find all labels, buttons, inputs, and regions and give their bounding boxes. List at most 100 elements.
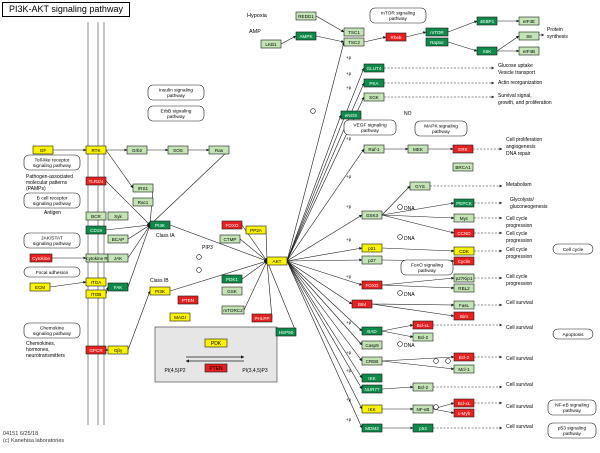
gene-node-itga[interactable]: ITGA xyxy=(85,277,107,287)
gene-node-grb2[interactable]: Grb2 xyxy=(126,145,148,155)
gene-node-tlr[interactable]: TLR2/4 xyxy=(85,176,107,186)
gene-node-jak[interactable]: JAK xyxy=(107,253,129,263)
gene-node-erk[interactable]: ERK xyxy=(452,144,474,154)
gene-node-akt[interactable]: AKT xyxy=(266,256,288,266)
pathway-link-11[interactable]: Cell cycle xyxy=(552,243,594,255)
gene-node-mtorc2[interactable]: mTORC2 xyxy=(221,305,245,315)
gene-node-bim[interactable]: BIM xyxy=(351,299,373,309)
gene-node-phlpp[interactable]: PHLPP xyxy=(251,313,273,323)
gene-node-s6[interactable]: S6 xyxy=(518,31,540,41)
gene-node-bcap[interactable]: BCAP xyxy=(107,234,129,244)
gene-node-nfkb[interactable]: NF-κB xyxy=(412,404,434,414)
gene-node-irs1[interactable]: IRS1 xyxy=(132,183,154,193)
gene-node-gbg[interactable]: Gβγ xyxy=(107,345,129,355)
gene-node-lkb1[interactable]: LKB1 xyxy=(260,39,282,49)
pathway-link-8[interactable]: Focal adhesion xyxy=(23,266,81,278)
gene-node-bcr[interactable]: BCR xyxy=(85,211,107,221)
gene-node-glut[interactable]: GLUT4 xyxy=(363,63,385,73)
gene-node-p27k[interactable]: p27Kip1 xyxy=(453,273,475,283)
gene-node-mcl1[interactable]: Mcl-1 xyxy=(453,364,475,374)
gene-node-bcl2b[interactable]: Bcl-2 xyxy=(453,352,475,362)
gene-node-eif4e[interactable]: eIF4E xyxy=(518,16,540,26)
gene-node-4ebp[interactable]: 4EBP1 xyxy=(476,16,498,26)
gene-node-creb[interactable]: CREB xyxy=(361,356,383,366)
gene-node-rtk[interactable]: RTK xyxy=(85,145,107,155)
gene-node-redd1[interactable]: REDD1 xyxy=(295,11,317,21)
gene-node-pi3kb[interactable]: PI3K xyxy=(149,286,171,296)
gene-node-p27[interactable]: p27 xyxy=(361,255,383,265)
gene-node-bclxl2[interactable]: Bcl-xL xyxy=(453,398,475,408)
gene-node-mtor[interactable]: mTOR xyxy=(425,27,449,37)
gene-node-chem[interactable]: GPCR xyxy=(85,345,107,355)
gene-node-casp9[interactable]: Casp9 xyxy=(361,340,383,350)
gene-node-ras[interactable]: Ras xyxy=(208,145,230,155)
gene-node-p21[interactable]: p21 xyxy=(361,243,383,253)
gene-node-nos[interactable]: eNOS xyxy=(340,110,362,120)
gene-node-cd19[interactable]: CD19 xyxy=(85,225,107,235)
gene-node-gys[interactable]: GYS xyxy=(409,181,431,191)
gene-node-p53[interactable]: p53 xyxy=(412,423,434,433)
gene-node-pp2a[interactable]: PP2A xyxy=(245,225,267,235)
gene-node-bcl2c[interactable]: Bcl-2 xyxy=(412,382,434,392)
gene-node-eif4b[interactable]: eIF4B xyxy=(518,46,540,56)
gene-node-fasl[interactable]: FasL xyxy=(453,300,475,310)
gene-node-raptor[interactable]: Raptor xyxy=(425,37,449,47)
gene-node-cytr[interactable]: cytokine R xyxy=(85,253,108,263)
gene-node-ccnd[interactable]: CCND xyxy=(453,228,475,238)
gene-node-rac1[interactable]: Rac1 xyxy=(132,197,154,207)
gene-node-ikk2[interactable]: IKK xyxy=(361,404,383,414)
gene-node-cyclin[interactable]: Cyclin xyxy=(453,256,475,266)
gene-node-s6k[interactable]: S6K xyxy=(476,46,498,56)
gene-node-mek[interactable]: MEK xyxy=(407,144,429,154)
gene-node-magi[interactable]: MAGI xyxy=(169,312,191,322)
gene-node-gsk[interactable]: GSK xyxy=(221,286,243,296)
pathway-link-12[interactable]: Apoptosis xyxy=(552,328,594,340)
gene-node-ampk[interactable]: AMPK xyxy=(295,31,317,41)
gene-node-rheb[interactable]: Rheb xyxy=(385,32,407,42)
gene-node-tsc2[interactable]: TSC2 xyxy=(343,37,365,47)
gene-node-sgk[interactable]: SGK xyxy=(363,92,385,102)
gene-node-fak[interactable]: FAK xyxy=(107,282,129,292)
gene-node-cmyb[interactable]: c-Myb xyxy=(453,408,475,418)
gene-node-cytokine[interactable]: Cytokine xyxy=(29,253,53,263)
gene-node-ecm[interactable]: ECM xyxy=(29,282,51,292)
gene-node-pi3k[interactable]: PI3K xyxy=(149,220,171,230)
gene-node-bcl2[interactable]: Bcl-2 xyxy=(412,332,434,342)
gene-node-pka[interactable]: PKA xyxy=(363,78,385,88)
gene-node-pdk1[interactable]: PDK1 xyxy=(221,274,243,284)
gene-node-tsc1[interactable]: TSC1 xyxy=(343,27,365,37)
gene-node-raf1[interactable]: Raf-1 xyxy=(363,144,385,154)
gene-node-sos[interactable]: SOS xyxy=(167,145,189,155)
gene-node-hsp90[interactable]: HSP90 xyxy=(275,327,297,337)
gene-node-bad[interactable]: BAD xyxy=(361,326,383,336)
gene-node-gsk3[interactable]: GSK3 xyxy=(361,210,383,220)
gene-node-pten[interactable]: PTEN xyxy=(177,295,199,305)
gene-node-ctmp[interactable]: CTMP xyxy=(219,234,241,244)
gene-node-rbl2[interactable]: RBL2 xyxy=(453,283,475,293)
gene-node-syk[interactable]: Syk xyxy=(107,211,129,221)
gene-node-ikk[interactable]: IKK xyxy=(361,373,383,383)
gene-node-cdk[interactable]: CDK xyxy=(453,246,475,256)
gene-node-itgb[interactable]: ITGB xyxy=(85,289,107,299)
gene-node-nur77[interactable]: NUR77 xyxy=(361,384,383,394)
gene-node-bclxl[interactable]: Bcl-xL xyxy=(412,320,434,330)
gene-node-brca1[interactable]: BRCA1 xyxy=(452,162,474,172)
gene-node-myc[interactable]: Myc xyxy=(453,213,475,223)
gene-node-foxp[interactable]: FOXO xyxy=(221,220,243,230)
gene-node-foxo[interactable]: FOXO xyxy=(361,280,383,290)
gene-node-pepck[interactable]: PEPCK xyxy=(453,198,475,208)
gene-node-gf[interactable]: GF xyxy=(32,145,54,155)
gene-node-mdm2[interactable]: MDM2 xyxy=(361,423,383,433)
